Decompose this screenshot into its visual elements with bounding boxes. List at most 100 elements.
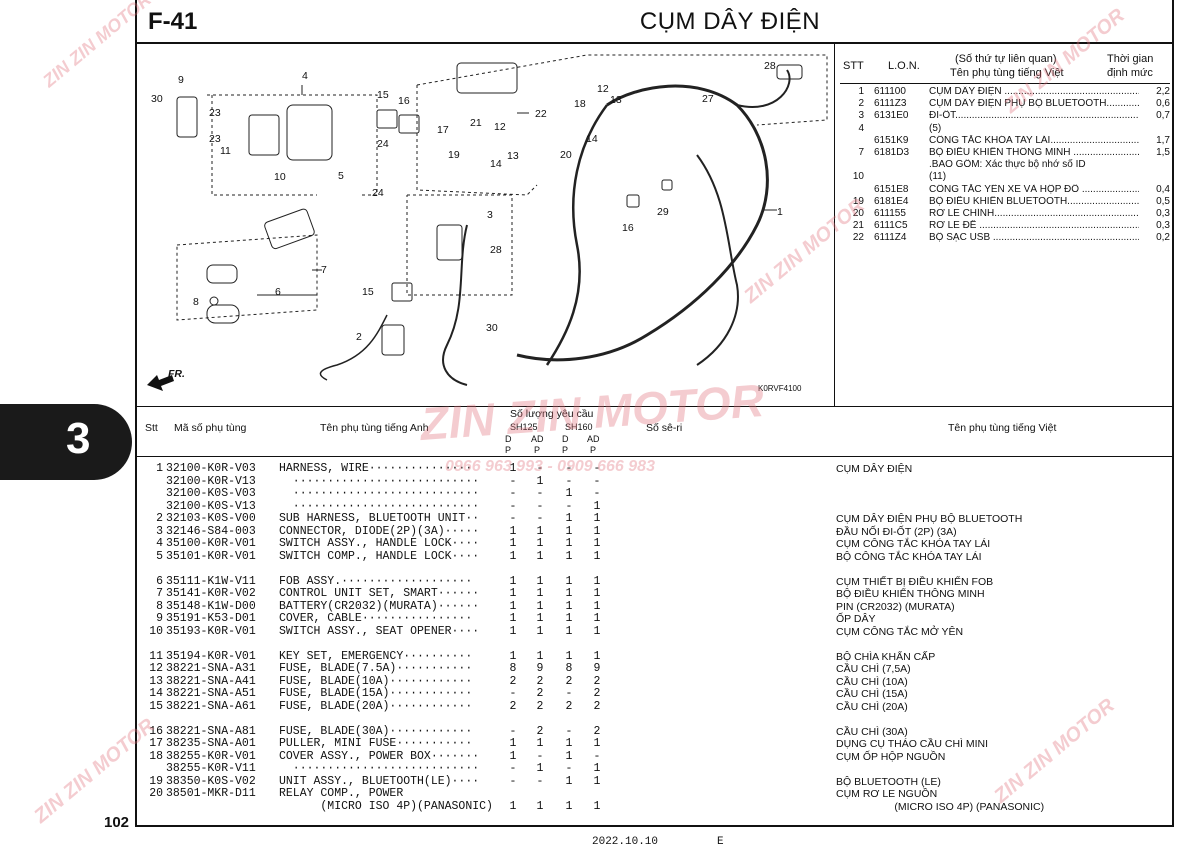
- part-cell-qty: 2: [593, 674, 601, 688]
- handle-lock-switch: [286, 104, 333, 161]
- part-cell-en: ···························: [279, 474, 480, 488]
- exploded-diagram: [137, 45, 833, 406]
- ref-cell-stt: 4: [858, 122, 864, 134]
- callout-14b: 14: [586, 133, 598, 145]
- callout-24b: 24: [372, 187, 384, 199]
- part-name-vi: CỤM THIẾT BỊ ĐIỀU KHIỂN FOB: [836, 575, 994, 588]
- parts-head-sh125: SH125: [510, 422, 538, 432]
- part-cell-no: 9: [156, 612, 163, 625]
- part-cell-qty: 1: [593, 612, 601, 625]
- part-cell-en: SWITCH ASSY., SEAT OPENER····: [279, 624, 480, 638]
- ref-cell-val: 1,5: [1156, 147, 1170, 158]
- part-cell-pn: 38350-K0S-V02: [166, 774, 256, 788]
- part-cell-no: 12: [149, 662, 163, 675]
- part-cell-qty: -: [593, 487, 601, 500]
- diagram-code: K0RVF4100: [758, 384, 802, 393]
- part-name-vi: PIN (CR2032) (MURATA): [836, 600, 955, 613]
- front-label: FR.: [168, 368, 185, 380]
- parts-head-sub-4: AD: [587, 434, 600, 444]
- part-cell-qty: 1: [593, 524, 601, 538]
- parts-head-sub-3: D: [562, 434, 569, 444]
- parts-head-sub2-4: P: [590, 445, 597, 455]
- part-name-vi: BỘ ĐIỀU KHIỂN THÔNG MINH: [836, 588, 985, 600]
- callout-16a: 19: [448, 149, 460, 161]
- callout-26: 28: [764, 60, 776, 72]
- callout-10: 10: [274, 171, 286, 183]
- part-cell-qty: 1: [593, 624, 601, 638]
- callout-21: 16: [398, 95, 410, 107]
- part-cell-qty: 2: [565, 699, 573, 713]
- part-cell-en: SWITCH COMP., HANDLE LOCK····: [279, 549, 480, 563]
- relay: [376, 109, 398, 129]
- callout-7: 7: [321, 264, 327, 276]
- diagram-divider: [834, 44, 835, 406]
- part-cell-qty: -: [565, 687, 573, 700]
- part-name-vi: CỤM ỐP HỘP NGUỒN: [836, 750, 946, 763]
- ref-head-time-1: Thời gian: [1107, 53, 1154, 65]
- ref-cell-stt: 3: [858, 110, 864, 122]
- part-cell-pn: 38221-SNA-A51: [166, 687, 256, 700]
- part-cell-qty: -: [536, 499, 544, 513]
- parts-head-serial: Số sê-ri: [646, 422, 683, 434]
- part-cell-qty: 1: [565, 612, 573, 625]
- callout-24a: 24: [377, 138, 389, 150]
- part-cell-pn: 38255-K0R-V11: [166, 762, 256, 775]
- part-cell-no: 8: [156, 599, 163, 613]
- part-cell-en: CONTROL UNIT SET, SMART······: [279, 587, 480, 600]
- ref-cell-lon: 6131E0: [874, 110, 909, 122]
- part-cell-pn: 35191-K53-D01: [166, 612, 256, 625]
- callout-8: 8: [193, 296, 199, 308]
- part-cell-qty: 1: [536, 762, 544, 775]
- part-cell-qty: 1: [536, 649, 544, 663]
- part-cell-pn: 35100-K0R-V01: [166, 537, 256, 550]
- part-cell-qty: 1: [509, 537, 517, 550]
- group-box-fob: [176, 234, 318, 321]
- ref-cell-desc: CÔNG TẮC KHÓA TAY LÁI...................…: [929, 134, 1139, 146]
- part-cell-qty: -: [593, 749, 601, 763]
- header-band: [135, 0, 1174, 44]
- callout-19: 15: [362, 286, 374, 298]
- callout-27: 28: [490, 244, 502, 256]
- ref-cell-lon: 611100: [874, 86, 906, 97]
- part-cell-pn: 35101-K0R-V01: [166, 549, 256, 563]
- parts-head-stt: Stt: [145, 422, 158, 434]
- callout-23a: 23: [209, 107, 221, 119]
- part-cell-no: 5: [156, 549, 163, 563]
- part-cell-no: 20: [149, 787, 163, 800]
- part-cell-no: 2: [156, 512, 163, 525]
- page-frame: [135, 0, 1174, 827]
- part-cell-qty: 1: [565, 774, 573, 788]
- part-cell-qty: 1: [536, 612, 544, 625]
- part-cell-pn: 38221-SNA-A31: [166, 662, 256, 675]
- group-box-diode: [406, 194, 513, 296]
- part-cell-qty: 1: [565, 524, 573, 538]
- ref-cell-desc: BỘ ĐIỀU KHIỂN BLUETOOTH.................…: [929, 195, 1139, 207]
- part-cell-no: 16: [149, 724, 163, 738]
- ref-cell-stt: 10: [852, 171, 864, 183]
- callout-16b: 20: [560, 149, 572, 161]
- part-cell-qty: 1: [565, 624, 573, 638]
- part-cell-en: COVER ASSY., POWER BOX·······: [279, 749, 480, 763]
- part-cell-qty: 2: [565, 674, 573, 688]
- part-cell-qty: 1: [536, 537, 544, 550]
- part-cell-qty: -: [565, 474, 573, 488]
- part-cell-qty: 1: [536, 737, 544, 750]
- part-cell-no: 10: [149, 624, 163, 638]
- part-cell-pn: 35148-K1W-D00: [166, 599, 256, 613]
- callout-30: 30: [486, 322, 498, 334]
- part-name-vi: DỤNG CỤ THÁO CẦU CHÌ MINI: [836, 738, 989, 750]
- part-cell-qty: 1: [509, 749, 517, 763]
- ref-cell-lon: 6111Z4: [874, 232, 907, 244]
- part-name-vi: BỘ BLUETOOTH (LE): [836, 775, 941, 788]
- part-cell-qty: 1: [565, 799, 573, 813]
- part-cell-qty: -: [593, 462, 601, 475]
- part-cell-qty: 1: [565, 487, 573, 500]
- part-cell-pn: 38501-MKR-D11: [166, 787, 256, 800]
- part-cell-pn: 32146-S84-003: [166, 524, 256, 538]
- part-cell-en: FUSE, BLADE(15A)············: [279, 687, 473, 700]
- part-cell-pn: 35111-K1W-V11: [166, 574, 256, 588]
- part-cell-qty: -: [509, 762, 517, 775]
